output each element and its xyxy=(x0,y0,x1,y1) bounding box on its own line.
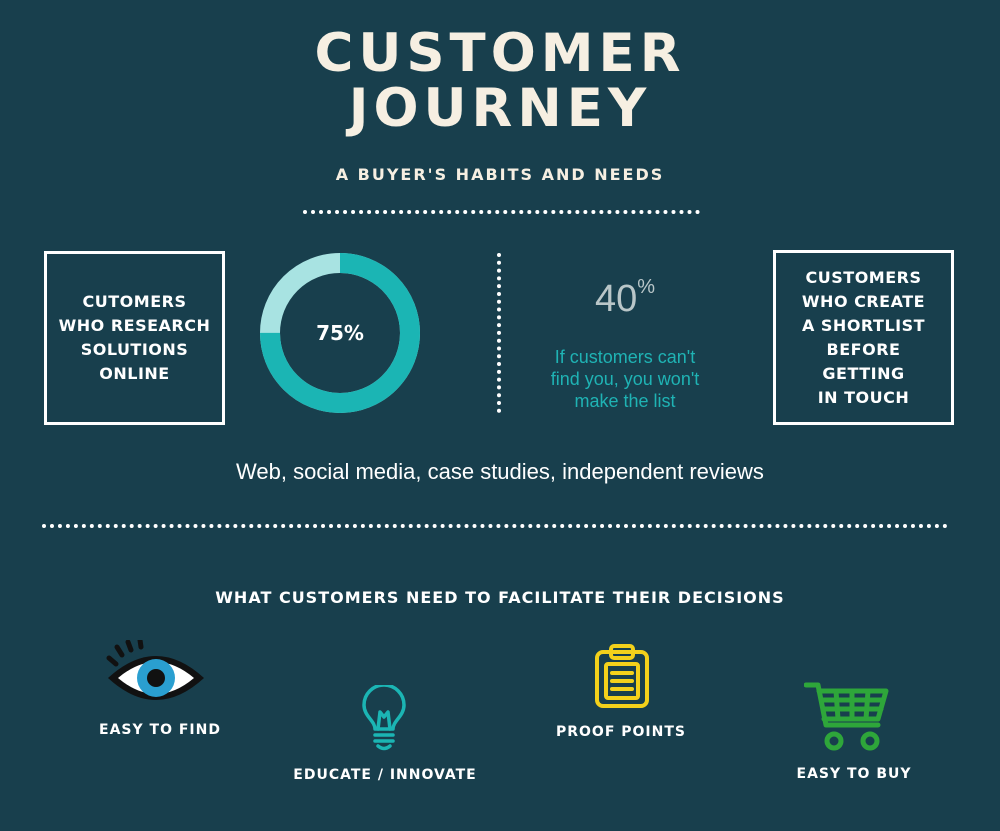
educate-innovate-label: EDUCATE / INNOVATE xyxy=(293,767,477,783)
easy-to-find-label: EASY TO FIND xyxy=(99,722,221,738)
shortlist-stat: 40% xyxy=(560,276,690,321)
dotted-divider-top xyxy=(303,210,700,214)
eye-icon xyxy=(106,640,204,700)
proof-points-label: PROOF POINTS xyxy=(555,724,686,740)
easy-to-buy-label: EASY TO BUY xyxy=(796,766,912,782)
shortlist-box: CUSTOMERS WHO CREATE A SHORTLIST BEFORE … xyxy=(773,250,954,425)
research-donut-chart xyxy=(260,253,420,413)
dotted-divider-middle xyxy=(42,524,948,528)
shortlist-caption: If customers can't find you, you won't m… xyxy=(550,347,700,411)
research-online-text: CUTOMERS WHO RESEARCH SOLUTIONS ONLINE xyxy=(58,292,211,383)
page-title-line-1: CUSTOMER xyxy=(314,23,686,84)
clipboard-icon xyxy=(595,644,649,708)
page-subtitle: A BUYER'S HABITS AND NEEDS xyxy=(335,165,665,184)
shopping-cart-icon xyxy=(804,682,889,751)
shortlist-stat-unit: % xyxy=(637,276,656,298)
dotted-divider-vertical xyxy=(497,253,501,413)
page-title-line-2: JOURNEY xyxy=(348,78,652,139)
donut-value-arc xyxy=(260,253,420,413)
research-online-box: CUTOMERS WHO RESEARCH SOLUTIONS ONLINE xyxy=(44,251,225,425)
research-channels-text: Web, social media, case studies, indepen… xyxy=(236,459,764,484)
needs-heading: WHAT CUSTOMERS NEED TO FACILITATE THEIR … xyxy=(215,588,785,607)
lightbulb-icon xyxy=(362,685,406,751)
shortlist-stat-value: 40 xyxy=(594,278,638,320)
shortlist-box-text: CUSTOMERS WHO CREATE A SHORTLIST BEFORE … xyxy=(801,267,926,407)
donut-value-label: 75% xyxy=(316,321,364,345)
